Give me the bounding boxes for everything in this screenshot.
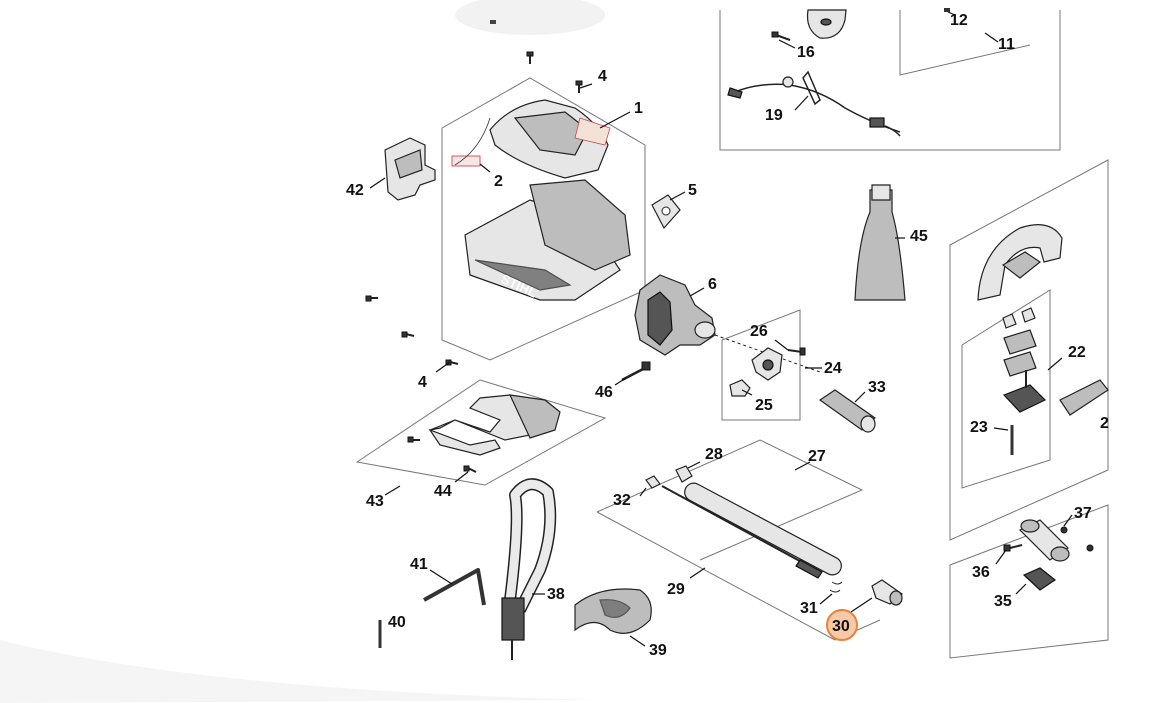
label-36: 36 (972, 564, 990, 581)
background-shapes (455, 0, 605, 35)
label-2: 2 (494, 173, 503, 190)
loop-handle-assembly: 22 23 2 (949, 159, 1109, 541)
sticker-2-icon (451, 117, 491, 167)
bracket-assembly (721, 309, 806, 421)
screw-4-top-icon (526, 51, 583, 93)
gasket-5-icon (651, 194, 681, 230)
screw-4-bottom-icon (365, 295, 459, 366)
label-26: 26 (750, 323, 768, 340)
allen-key-41-icon (423, 568, 486, 606)
label-4-bottom: 4 (418, 374, 427, 391)
screw-16-icon (771, 31, 791, 41)
label-28: 28 (705, 446, 723, 463)
motor-6-icon (634, 274, 821, 373)
sleeve-33-icon (818, 389, 876, 433)
label-31: 31 (800, 600, 818, 617)
label-39: 39 (649, 642, 667, 659)
highlight-circle[interactable] (826, 609, 858, 641)
label-35: 35 (994, 593, 1012, 610)
wiring-assembly: 12 11 16 19 (719, 8, 1061, 151)
cable-19-icon (727, 70, 901, 137)
label-44: 44 (434, 483, 452, 500)
inner-box-11-12 (899, 10, 1031, 76)
label-19: 19 (765, 107, 783, 124)
housing-assembly: STIHL 4 1 2 5 4 (365, 51, 697, 391)
strap-38-icon (501, 478, 557, 660)
label-4-top: 4 (598, 68, 607, 85)
handle-assembly (355, 379, 607, 486)
label-24: 24 (824, 360, 842, 377)
label-45: 45 (910, 228, 928, 245)
label-6: 6 (708, 276, 717, 293)
label-46: 46 (595, 384, 613, 401)
label-41: 41 (410, 556, 428, 573)
label-1: 1 (634, 100, 643, 117)
label-43: 43 (366, 493, 384, 510)
label-11: 11 (998, 36, 1015, 53)
label-2-cut: 2 (1100, 415, 1109, 432)
housing-cover-1 (489, 99, 611, 179)
label-37: 37 (1074, 505, 1092, 522)
tube-45-icon (854, 184, 906, 301)
label-23: 23 (970, 419, 988, 436)
label-22: 22 (1068, 344, 1086, 361)
label-5: 5 (688, 182, 697, 199)
assembly-box-top (719, 10, 1061, 151)
grip-assembly (949, 504, 1109, 659)
highlight-30[interactable]: 30 (826, 597, 873, 641)
screw-46-icon (621, 361, 651, 382)
label-42: 42 (346, 182, 364, 199)
label-38: 38 (547, 586, 565, 603)
label-25: 25 (755, 397, 773, 414)
glasses-39-icon (574, 588, 652, 634)
cap-42-icon (384, 137, 436, 201)
label-16: 16 (797, 44, 815, 61)
label-30[interactable]: 30 (832, 618, 850, 635)
housing-shell: STIHL (464, 179, 631, 301)
label-40: 40 (388, 614, 406, 631)
label-33: 33 (868, 379, 886, 396)
label-27: 27 (808, 448, 826, 465)
shaft-assembly (596, 439, 903, 641)
label-29: 29 (667, 581, 685, 598)
label-12: 12 (950, 12, 968, 29)
label-32: 32 (613, 492, 631, 509)
